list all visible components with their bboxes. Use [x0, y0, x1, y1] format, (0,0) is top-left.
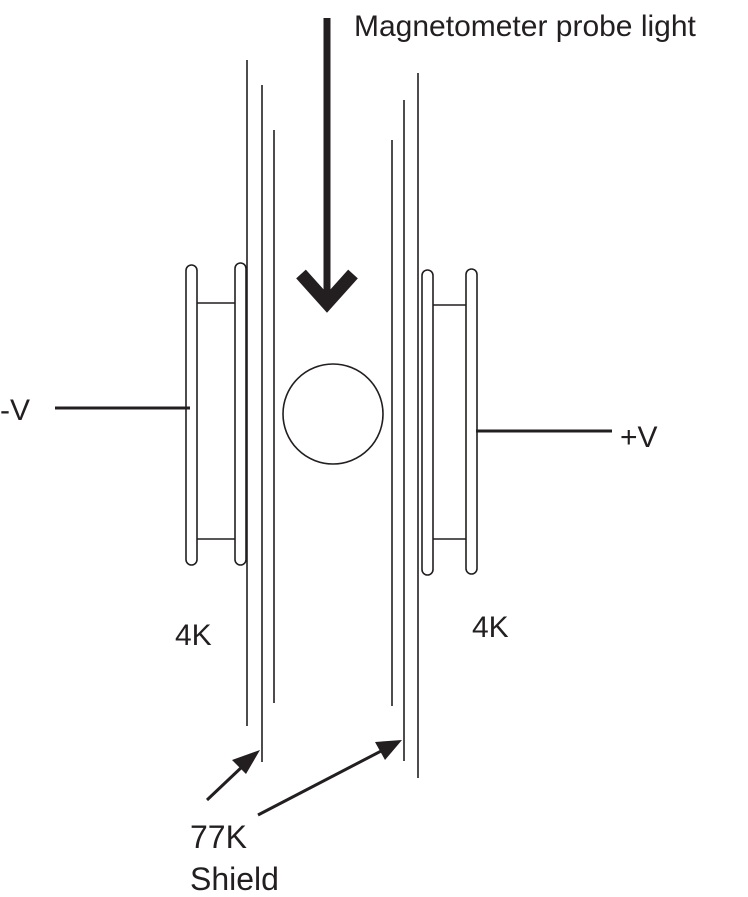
- left-electrode-inner-plate: [234, 262, 247, 566]
- plus-v-label: +V: [620, 421, 658, 454]
- left-electrode: [185, 262, 247, 566]
- shield-label-line1: 77K: [190, 819, 247, 855]
- sample-circle: [282, 363, 384, 465]
- right-electrode-inner-plate: [421, 269, 434, 576]
- probe-light-arrow-head: [296, 269, 358, 313]
- shield-wall-right: [391, 73, 419, 778]
- minus-v-label: -V: [0, 394, 30, 427]
- temp-label-right: 4K: [472, 611, 509, 644]
- shield-pointer-arrow-left: [205, 750, 260, 802]
- left-electrode-outer-plate: [185, 264, 198, 566]
- temp-label-left: 4K: [175, 619, 212, 652]
- right-electrode: [421, 268, 478, 576]
- shield-pointer-arrow-right: [257, 740, 402, 817]
- shield-label-line2: Shield: [190, 861, 279, 897]
- right-electrode-outer-plate: [465, 268, 478, 575]
- probe-light-label: Magnetometer probe light: [354, 10, 697, 43]
- shield-wall-left: [246, 60, 275, 762]
- probe-light-arrow: [296, 18, 358, 313]
